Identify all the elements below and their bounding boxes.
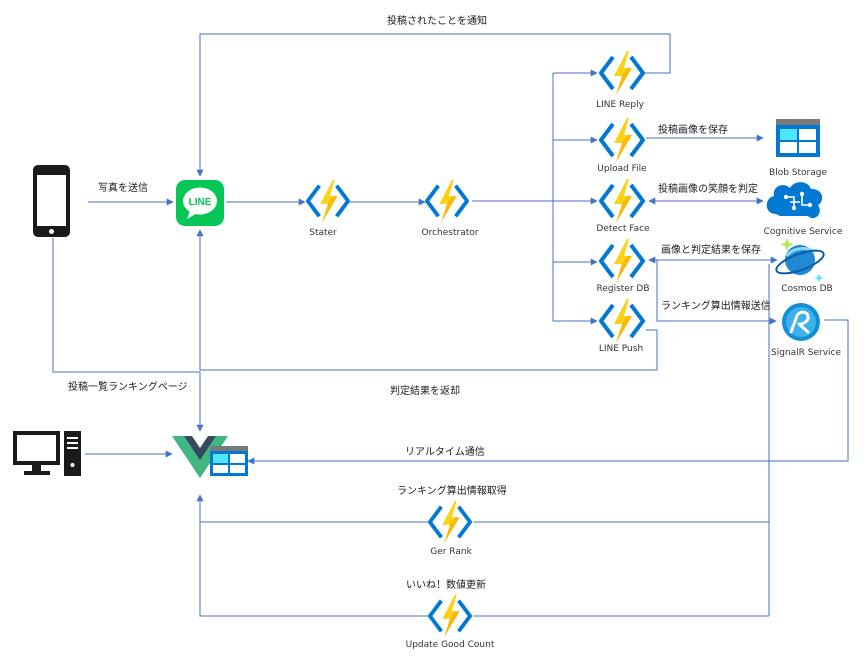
realtime-label: リアルタイム通信	[405, 447, 485, 458]
line-logo-text: LINE	[189, 197, 212, 208]
edge-update-web	[199, 522, 428, 617]
edge-signalr-realtime	[247, 319, 849, 465]
update-like-label: いいね！数値更新	[406, 580, 486, 591]
line-reply-label: LINE Reply	[596, 100, 644, 110]
ger-rank-function-icon	[427, 499, 473, 545]
save-image-label: 投稿画像を保存	[658, 125, 728, 136]
smartphone-icon	[33, 165, 70, 237]
update-good-count-function-icon	[427, 593, 473, 639]
cosmos-db-icon	[775, 238, 825, 282]
detect-face-label: Detect Face	[596, 224, 650, 234]
judge-smile-label: 投稿画像の笑顔を判定	[658, 184, 758, 195]
blob-storage-label: Blob Storage	[769, 168, 827, 178]
edge-ger-rank-web	[196, 494, 428, 523]
ranking-page-label: 投稿一覧ランキングページ	[68, 382, 188, 393]
line-logo: LINE	[176, 180, 224, 226]
upload-file-label: Upload File	[597, 164, 647, 174]
desktop-pc-icon	[13, 431, 81, 476]
edge-phone-ranking-page	[52, 238, 204, 432]
ger-rank-label: Ger Rank	[430, 547, 472, 557]
signalr-service-icon	[782, 303, 820, 341]
line-push-label: LINE Push	[598, 344, 644, 354]
cognitive-service-label: Cognitive Service	[763, 227, 843, 237]
edge-return-result	[196, 229, 658, 371]
signalr-service-label: SignalR Service	[770, 348, 842, 358]
register-db-label: Register DB	[596, 284, 650, 294]
notify-posted-label: 投稿されたことを通知	[387, 16, 487, 27]
send-photo-label: 写真を送信	[98, 183, 148, 194]
vue-web-app-icon	[172, 436, 248, 478]
line-push-function-icon	[599, 297, 645, 345]
orchestrator-function-icon	[424, 178, 470, 224]
get-ranking-label: ランキング算出情報取得	[397, 486, 507, 497]
return-result-label: 判定結果を返却	[390, 386, 460, 397]
edge-notify-posted	[196, 33, 671, 177]
line-reply-function-icon	[599, 49, 645, 97]
cosmos-db-label: Cosmos DB	[781, 284, 833, 294]
update-good-count-label: Update Good Count	[405, 640, 495, 650]
blob-storage-icon	[776, 119, 820, 157]
send-ranking-info-label: ランキング算出情報送信	[661, 301, 771, 312]
orchestrator-label: Orchestrator	[421, 228, 479, 238]
upload-file-function-icon	[599, 116, 645, 164]
stater-label: Stater	[309, 228, 337, 238]
register-db-function-icon	[599, 237, 645, 285]
connectors	[52, 33, 849, 617]
stater-function-icon	[305, 178, 351, 224]
edge-register-to-signalr	[656, 260, 777, 325]
cognitive-service-icon	[766, 182, 823, 219]
save-result-label: 画像と判定結果を保存	[661, 245, 761, 256]
detect-face-function-icon	[599, 177, 645, 225]
